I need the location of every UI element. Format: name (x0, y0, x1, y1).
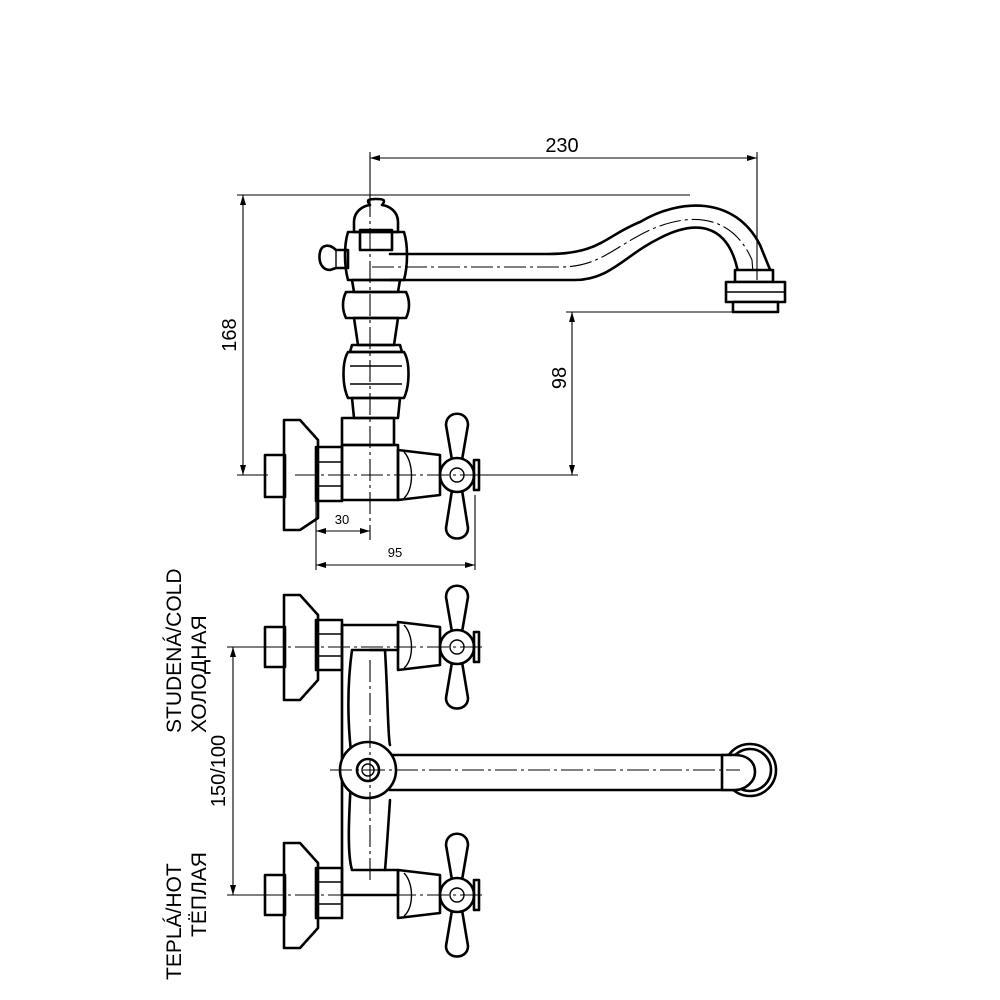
spout-arm (388, 204, 773, 282)
dim-spout-reach: 230 (545, 135, 578, 157)
label-hot-ru: ТЁПЛАЯ (188, 852, 211, 937)
top-view (262, 584, 778, 958)
dim-spout-height: 98 (549, 367, 571, 389)
dim-depth: 95 (388, 545, 402, 560)
side-view (263, 195, 787, 540)
label-cold-ru: ХОЛОДНАЯ (188, 615, 211, 733)
label-hot: TEPLÁ/HOT (163, 863, 186, 980)
label-cold: STUDENÁ/COLD (163, 568, 186, 733)
top-dimensions: 150/100 (208, 646, 265, 896)
labels: STUDENÁ/COLD ХОЛОДНАЯ TEPLÁ/HOT ТЁПЛАЯ (163, 568, 211, 980)
top-spout (330, 660, 778, 880)
dim-connection-spacing: 150/100 (208, 735, 230, 807)
side-valve-body (263, 412, 485, 540)
cold-valve (262, 584, 485, 710)
body-column (318, 197, 411, 447)
hot-valve (262, 832, 485, 958)
spout-outlet (724, 268, 787, 314)
spout-centerline (372, 219, 756, 301)
dim-overall-height: 168 (219, 318, 241, 351)
dim-inlet-offset: 30 (335, 512, 349, 527)
side-dimensions: 230 168 98 30 95 (219, 135, 758, 570)
